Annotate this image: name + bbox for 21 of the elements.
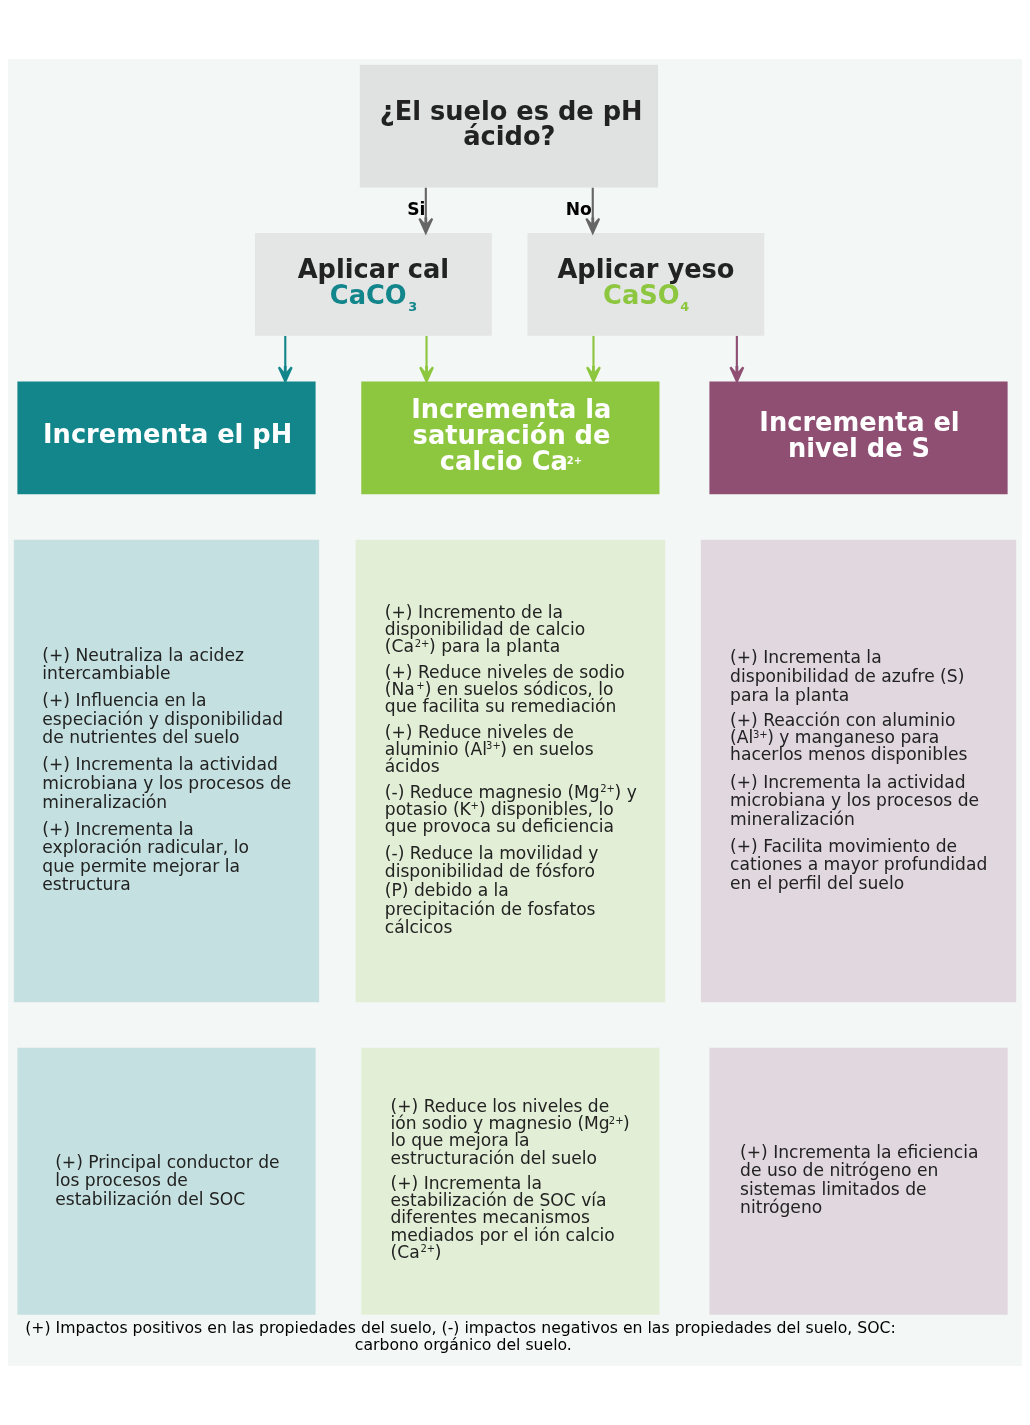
arrow (277, 335, 293, 383)
arrow (419, 335, 435, 383)
node-box: (+) Neutraliza la acidez intercambiable (+) Influencia en la especiación y disponibilidad de nutrientes del suelo (+) Incrementa la actividad microbiana y los procesos de mineralización (+) Incrementa la exploración radicular, lo que permite mejorar la estructura (13, 539, 320, 1003)
arrow (418, 187, 434, 234)
node-box: Incrementa la saturación de calcio Ca$^{2+}$ (361, 381, 660, 495)
node-box: Aplicar cal CaCO$_{3}$ (254, 233, 492, 336)
node-box: ¿El suelo es de pH ácido? (359, 64, 659, 188)
node-box: (+) Principal conductor de los procesos de estabilización del SOC (17, 1047, 316, 1315)
node-box: (+) Reduce los niveles de ión sodio y magnesio (Mg$^{2+}$) lo que mejora la estructuración del suelo (+) Incrementa la estabilización de SOC vía diferentes mecanismos mediados por el ión calcio (Ca$^{2+}$) (361, 1047, 660, 1315)
node-box: (+) Incrementa la disponibilidad de azufre (S) para la planta (+) Reacción con aluminio (Al$^{3+}$) y manganeso para hacerlos menos disponibles (+) Incrementa la actividad microbiana y los procesos de mineralización (+) Facilita movimiento de cationes a mayor profundidad en el perfil del suelo (700, 539, 1017, 1003)
node-box: (+) Incrementa la eficiencia de uso de nitrógeno en sistemas limitados de nitrógeno (709, 1047, 1008, 1315)
arrow (729, 335, 745, 383)
edge-label: Si (407, 199, 426, 220)
node-box: Incrementa el nivel de S (709, 381, 1008, 495)
node-box: (+) Incremento de la disponibilidad de calcio (Ca$^{2+}$) para la planta (+) Reduce niveles de sodio (Na$^{+}$) en suelos sódicos, lo que facilita su remediación (+) Reduce niveles de aluminio (Al$^{3+}$) en suelos ácidos (-) Reduce magnesio (Mg$^{2+}$) y potasio (K$^{+}$) disponibles, lo que provoca su deficiencia (-) Reduce la movilidad y disponibilidad de fósforo (P) debido a la precipitación de fosfatos cálcicos (355, 539, 666, 1003)
caption: (+) Impactos positivos en las propiedades del suelo, (-) impactos negativos en las propiedades del suelo, SOC: carbono orgánico del suelo. (25, 1317, 896, 1355)
node-box: Incrementa el pH (17, 381, 316, 495)
edge-label: No (565, 199, 592, 220)
node-box: Aplicar yeso CaSO$_{4}$ (527, 233, 765, 336)
arrow (585, 187, 601, 234)
arrow (586, 335, 601, 383)
